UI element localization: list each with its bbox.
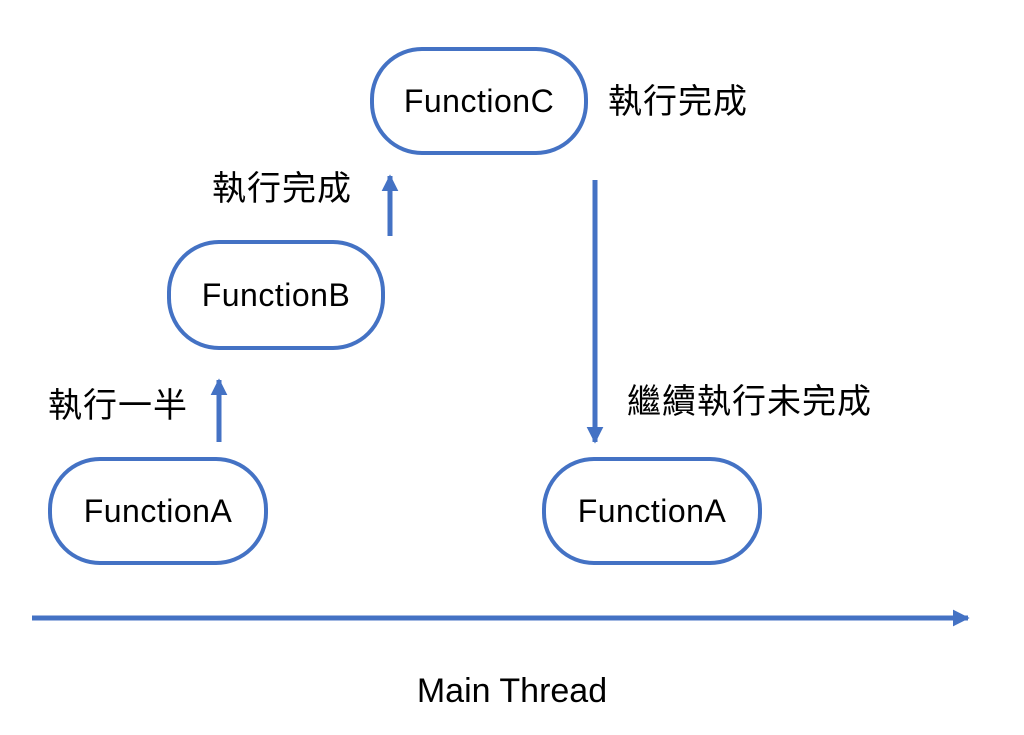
node-function-a-left: FunctionA — [48, 457, 268, 565]
node-function-a-right-label: FunctionA — [577, 492, 727, 529]
annotation-resume-status: 繼續執行未完成 — [627, 383, 872, 421]
main-thread-label: Main Thread — [416, 672, 608, 710]
node-function-c: FunctionC — [370, 47, 588, 155]
node-function-c-label: FunctionC — [403, 82, 555, 119]
annotation-function-a-status: 執行一半 — [48, 387, 188, 425]
node-function-a-left-label: FunctionA — [83, 492, 233, 529]
node-function-b: FunctionB — [167, 240, 385, 350]
node-function-b-label: FunctionB — [201, 276, 351, 313]
node-function-a-right: FunctionA — [542, 457, 762, 565]
annotation-function-c-status: 執行完成 — [608, 83, 748, 121]
annotation-function-b-status: 執行完成 — [212, 170, 352, 208]
